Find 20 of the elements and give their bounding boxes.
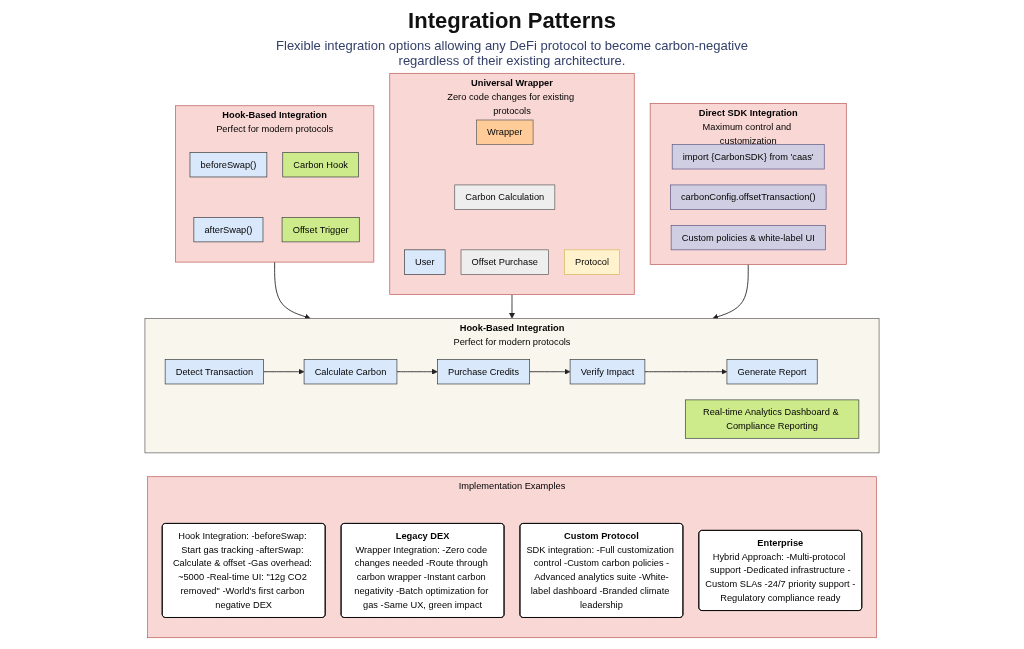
subtitle-text: Flexible integration options allowing any DeFi protocol to become carbon-negative regardless of their existing architecture. xyxy=(275,38,749,68)
node-box: Offset Trigger xyxy=(281,217,360,243)
node-box: Verify Impact xyxy=(569,359,646,385)
node-box: Protocol xyxy=(564,249,620,275)
node-box: Calculate Carbon xyxy=(303,359,398,385)
node-box: Detect Transaction xyxy=(164,359,264,385)
node-box: carbonConfig.offsetTransaction() xyxy=(670,184,827,210)
node-box: Wrapper xyxy=(476,119,534,145)
node-box: Generate Report xyxy=(726,359,818,385)
node-box: User xyxy=(404,249,446,275)
node-box: Custom policies & white-label UI xyxy=(670,225,826,251)
node-box: beforeSwap() xyxy=(189,152,268,178)
diagram-title: Integration Patterns xyxy=(407,8,617,34)
node-box: afterSwap() xyxy=(193,217,264,243)
node-box: Real-time Analytics Dashboard & Compliance Reporting xyxy=(684,399,860,439)
node-box: Offset Purchase xyxy=(460,249,549,275)
node-box: Carbon Calculation xyxy=(454,184,556,210)
node-box: Purchase Credits xyxy=(437,359,530,385)
node-box: Carbon Hook xyxy=(282,152,359,178)
node-box: import {CarbonSDK} from 'caas' xyxy=(671,144,825,170)
